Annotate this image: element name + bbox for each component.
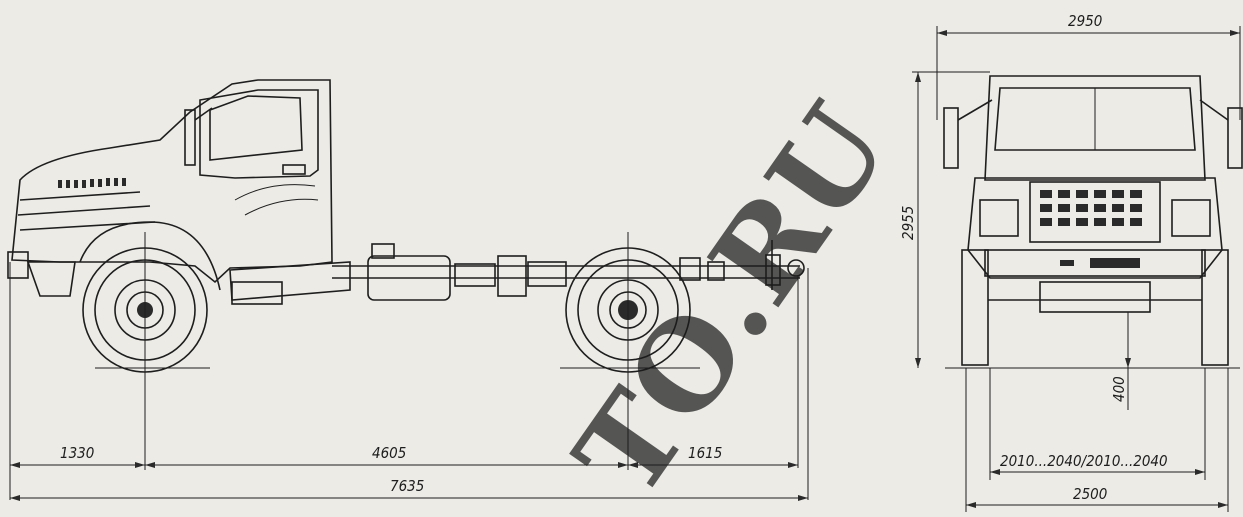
- fuel-tank: [367, 255, 451, 301]
- truck-front-view: [943, 75, 1243, 369]
- mirror-left: [943, 107, 959, 169]
- headlight-right: [1171, 199, 1211, 237]
- dim-front-overhang: 1330: [60, 444, 94, 462]
- front-bumper: [7, 251, 29, 279]
- front-wheel-right: [1201, 249, 1229, 366]
- dim-wheelbase: 4605: [372, 444, 406, 462]
- windshield: [994, 87, 1196, 151]
- mirror: [184, 109, 196, 166]
- front-dimension-lines: [912, 26, 1241, 512]
- dim-overall-width: 2950: [1068, 12, 1102, 30]
- cab-outline: [11, 79, 333, 284]
- dim-body-width: 2500: [1073, 485, 1107, 503]
- headlight-left: [979, 199, 1019, 237]
- watermark: ТО.RU: [548, 80, 916, 513]
- dim-rear-overhang: 1615: [688, 444, 722, 462]
- front-axle: [1039, 281, 1151, 313]
- cab-window: [209, 95, 303, 161]
- grille: [1029, 181, 1161, 243]
- front-wheel-left: [961, 249, 989, 366]
- truck-side-view: [7, 79, 809, 500]
- dim-ground-clearance: 400: [1110, 376, 1128, 402]
- dim-overall-length: 7635: [390, 477, 424, 495]
- dim-track: 2010...2040/2010...2040: [1000, 452, 1168, 470]
- front-cab: [984, 75, 1206, 181]
- cab-door: [199, 89, 319, 179]
- dim-height: 2955: [899, 206, 917, 240]
- side-dimension-lines: [10, 462, 808, 501]
- front-bumper: [984, 249, 1206, 277]
- mirror-right: [1227, 107, 1243, 169]
- wheel-arch: [79, 221, 221, 291]
